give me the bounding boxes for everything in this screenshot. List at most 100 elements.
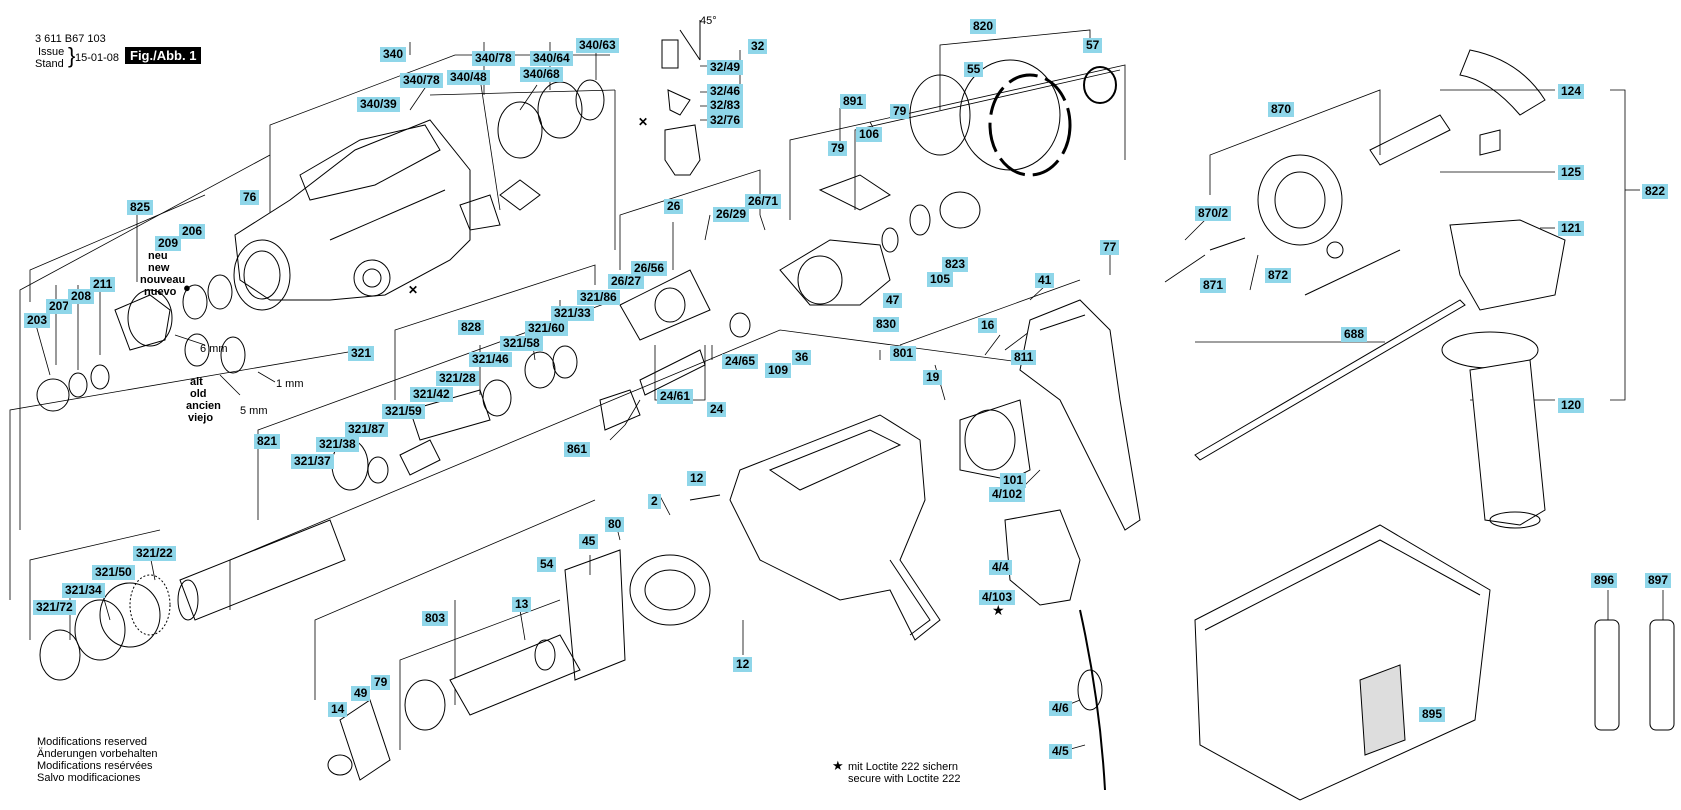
part-callout[interactable]: 54 (537, 557, 557, 572)
part-callout[interactable]: 24/65 (722, 354, 759, 369)
part-callout[interactable]: 12 (687, 471, 707, 486)
part-callout[interactable]: 321 (348, 346, 375, 361)
part-callout[interactable]: 79 (828, 141, 848, 156)
part-callout[interactable]: 26 (664, 199, 684, 214)
part-callout[interactable]: 32/83 (707, 98, 744, 113)
part-callout[interactable]: 49 (351, 686, 371, 701)
part-callout[interactable]: 45 (579, 534, 599, 549)
part-callout[interactable]: 897 (1645, 573, 1672, 588)
part-callout[interactable]: 891 (840, 94, 867, 109)
part-callout[interactable]: 340 (380, 47, 407, 62)
issue-date: 15-01-08 (75, 52, 120, 64)
part-callout[interactable]: 80 (605, 517, 625, 532)
part-callout[interactable]: 105 (927, 272, 954, 287)
part-callout[interactable]: 321/28 (436, 371, 479, 386)
part-callout[interactable]: 872 (1265, 268, 1292, 283)
part-callout[interactable]: 12 (733, 657, 753, 672)
part-callout[interactable]: 2 (648, 494, 661, 509)
part-callout[interactable]: 4/6 (1049, 701, 1072, 716)
part-callout[interactable]: 688 (1341, 327, 1368, 342)
part-callout[interactable]: 14 (328, 702, 348, 717)
part-callout[interactable]: 206 (179, 224, 206, 239)
part-callout[interactable]: 4/4 (989, 560, 1012, 575)
part-callout[interactable]: 106 (856, 127, 883, 142)
part-callout[interactable]: 321/37 (291, 454, 334, 469)
part-callout[interactable]: 77 (1100, 240, 1120, 255)
part-callout[interactable]: 16 (978, 318, 998, 333)
part-callout[interactable]: 57 (1083, 38, 1103, 53)
part-callout[interactable]: 4/102 (989, 487, 1026, 502)
part-callout[interactable]: 4/103 (979, 590, 1016, 605)
part-callout[interactable]: 121 (1558, 221, 1585, 236)
part-callout[interactable]: 203 (24, 313, 51, 328)
part-callout[interactable]: 321/86 (577, 290, 620, 305)
part-callout[interactable]: 76 (240, 190, 260, 205)
part-callout[interactable]: 13 (512, 597, 532, 612)
part-callout[interactable]: 830 (873, 317, 900, 332)
part-callout[interactable]: 124 (1558, 84, 1585, 99)
part-callout[interactable]: 32/76 (707, 113, 744, 128)
part-callout[interactable]: 208 (68, 289, 95, 304)
part-callout[interactable]: 19 (923, 370, 943, 385)
part-callout[interactable]: 870 (1268, 102, 1295, 117)
part-callout[interactable]: 32/46 (707, 84, 744, 99)
part-callout[interactable]: 321/22 (133, 546, 176, 561)
part-callout[interactable]: 79 (890, 104, 910, 119)
part-callout[interactable]: 821 (254, 434, 281, 449)
part-callout[interactable]: 321/38 (316, 437, 359, 452)
part-callout[interactable]: 321/34 (62, 583, 105, 598)
part-callout[interactable]: 125 (1558, 165, 1585, 180)
part-callout[interactable]: 32 (748, 39, 768, 54)
part-callout[interactable]: 26/71 (745, 194, 782, 209)
part-callout[interactable]: 801 (890, 346, 917, 361)
part-callout[interactable]: 26/56 (631, 261, 668, 276)
part-callout[interactable]: 871 (1200, 278, 1227, 293)
part-callout[interactable]: 340/48 (447, 70, 490, 85)
part-callout[interactable]: 4/5 (1049, 744, 1072, 759)
part-callout[interactable]: 340/68 (520, 67, 563, 82)
part-callout[interactable]: 26/29 (713, 207, 750, 222)
part-callout[interactable]: 41 (1035, 273, 1055, 288)
part-callout[interactable]: 895 (1419, 707, 1446, 722)
part-callout[interactable]: 79 (371, 675, 391, 690)
part-callout[interactable]: 209 (155, 236, 182, 251)
part-callout[interactable]: 828 (458, 320, 485, 335)
part-callout[interactable]: 870/2 (1195, 206, 1232, 221)
part-callout[interactable]: 207 (46, 299, 73, 314)
part-callout[interactable]: 896 (1591, 573, 1618, 588)
part-callout[interactable]: 803 (422, 611, 449, 626)
part-callout[interactable]: 101 (1000, 473, 1027, 488)
part-callout[interactable]: 861 (564, 442, 591, 457)
part-callout[interactable]: 340/78 (472, 51, 515, 66)
part-callout[interactable]: 321/33 (551, 306, 594, 321)
part-callout[interactable]: 823 (942, 257, 969, 272)
part-callout[interactable]: 109 (765, 363, 792, 378)
part-callout[interactable]: 321/60 (525, 321, 568, 336)
part-callout[interactable]: 24/61 (657, 389, 694, 404)
part-callout[interactable]: 820 (970, 19, 997, 34)
part-callout[interactable]: 55 (964, 62, 984, 77)
part-callout[interactable]: 321/42 (410, 387, 453, 402)
part-callout[interactable]: 811 (1011, 350, 1037, 365)
part-callout[interactable]: 321/72 (33, 600, 76, 615)
part-callout[interactable]: 321/87 (345, 422, 388, 437)
part-callout[interactable]: 340/78 (400, 73, 443, 88)
part-callout[interactable]: 321/50 (92, 565, 135, 580)
part-callout[interactable]: 24 (707, 402, 727, 417)
part-callout[interactable]: 340/63 (576, 38, 619, 53)
part-callout[interactable]: 36 (792, 350, 812, 365)
part-callout[interactable]: 340/64 (530, 51, 573, 66)
part-callout[interactable]: 47 (883, 293, 903, 308)
part-callout[interactable]: 822 (1642, 184, 1669, 199)
part-callout[interactable]: 321/58 (500, 336, 543, 351)
part-callout[interactable]: 825 (127, 200, 154, 215)
part-callout[interactable]: 26/27 (608, 274, 645, 289)
part-callout[interactable]: 321/59 (382, 404, 425, 419)
part-callout[interactable]: 340/39 (357, 97, 400, 112)
new-term: nuevo (144, 286, 177, 298)
carrying-case (1194, 524, 1491, 801)
part-callout[interactable]: 321/46 (469, 352, 512, 367)
part-callout[interactable]: 32/49 (707, 60, 744, 75)
part-callout[interactable]: 211 (90, 277, 116, 292)
part-callout[interactable]: 120 (1558, 398, 1585, 413)
